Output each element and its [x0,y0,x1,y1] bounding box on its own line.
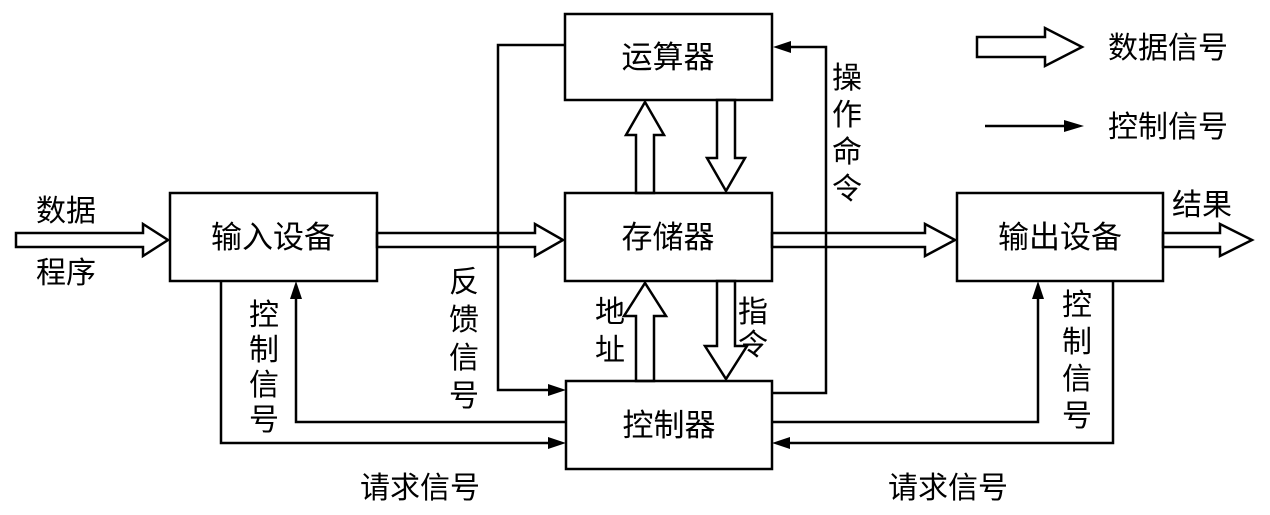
input-control-line [294,297,566,424]
control-signal-left-label: 控 制 信 号 [249,298,279,438]
address-arrow [621,280,669,383]
svg-text:令: 令 [738,328,768,363]
alu-box [563,12,774,102]
input-request-arrowhead [548,437,566,449]
svg-text:制: 制 [1062,325,1092,360]
data-in-arrow [14,221,171,259]
input-device-label: 输入设备 [211,220,335,256]
svg-text:信: 信 [249,368,279,403]
operation-command-arrowhead [773,41,791,53]
svg-text:信: 信 [1062,362,1092,397]
memory-to-alu-arrow [623,99,667,195]
svg-text:令: 令 [832,172,862,207]
svg-text:号: 号 [449,379,479,414]
result-out-arrow [1161,221,1255,259]
legend-control-arrowhead [1064,120,1084,132]
svg-text:控: 控 [1062,288,1092,323]
operation-command-line [772,45,828,395]
legend-data-arrow [975,25,1085,69]
memory-to-output-arrow [770,221,958,259]
svg-text:号: 号 [249,403,279,438]
output-control-line [772,297,1040,424]
input-control-arrowhead [290,281,302,299]
feedback-line [496,43,565,392]
svg-text:反: 反 [449,265,479,300]
input-request-line [219,281,550,445]
output-request-line [788,281,1115,445]
svg-text:命: 命 [832,135,862,170]
feedback-arrowhead [548,384,566,396]
data-label: 数据 [36,194,96,229]
alu-to-memory-arrow [704,98,748,194]
legend-data-signal-label: 数据信号 [1108,31,1228,66]
operation-command-label: 操 作 命 令 [832,61,862,207]
svg-text:作: 作 [832,98,862,133]
program-label: 程序 [36,256,96,291]
output-device-label: 输出设备 [998,220,1122,256]
svg-text:号: 号 [1062,399,1092,434]
memory-label: 存储器 [622,220,715,256]
svg-text:馈: 馈 [449,303,479,338]
svg-text:指: 指 [738,295,768,330]
control-signal-right-label: 控 制 信 号 [1062,288,1092,434]
legend-control-signal-label: 控制信号 [1108,110,1228,145]
output-request-arrowhead [772,437,790,449]
address-label: 地 址 [595,295,625,368]
alu-label: 运算器 [622,40,715,76]
output-control-arrowhead [1032,281,1044,299]
svg-text:址: 址 [595,333,625,368]
svg-text:地: 地 [595,295,625,330]
request-signal-left-label: 请求信号 [360,471,480,506]
instruction-label: 指 令 [738,295,768,363]
svg-text:操: 操 [832,61,862,96]
svg-text:控: 控 [249,298,279,333]
controller-box [564,379,774,471]
input-to-memory-arrow [375,221,566,259]
request-signal-right-label: 请求信号 [888,471,1008,506]
instruction-arrow [702,279,750,382]
result-label: 结果 [1172,188,1232,223]
svg-text:信: 信 [449,341,479,376]
feedback-signal-label: 反 馈 信 号 [449,265,479,414]
controller-label: 控制器 [623,408,716,444]
svg-text:制: 制 [249,333,279,368]
